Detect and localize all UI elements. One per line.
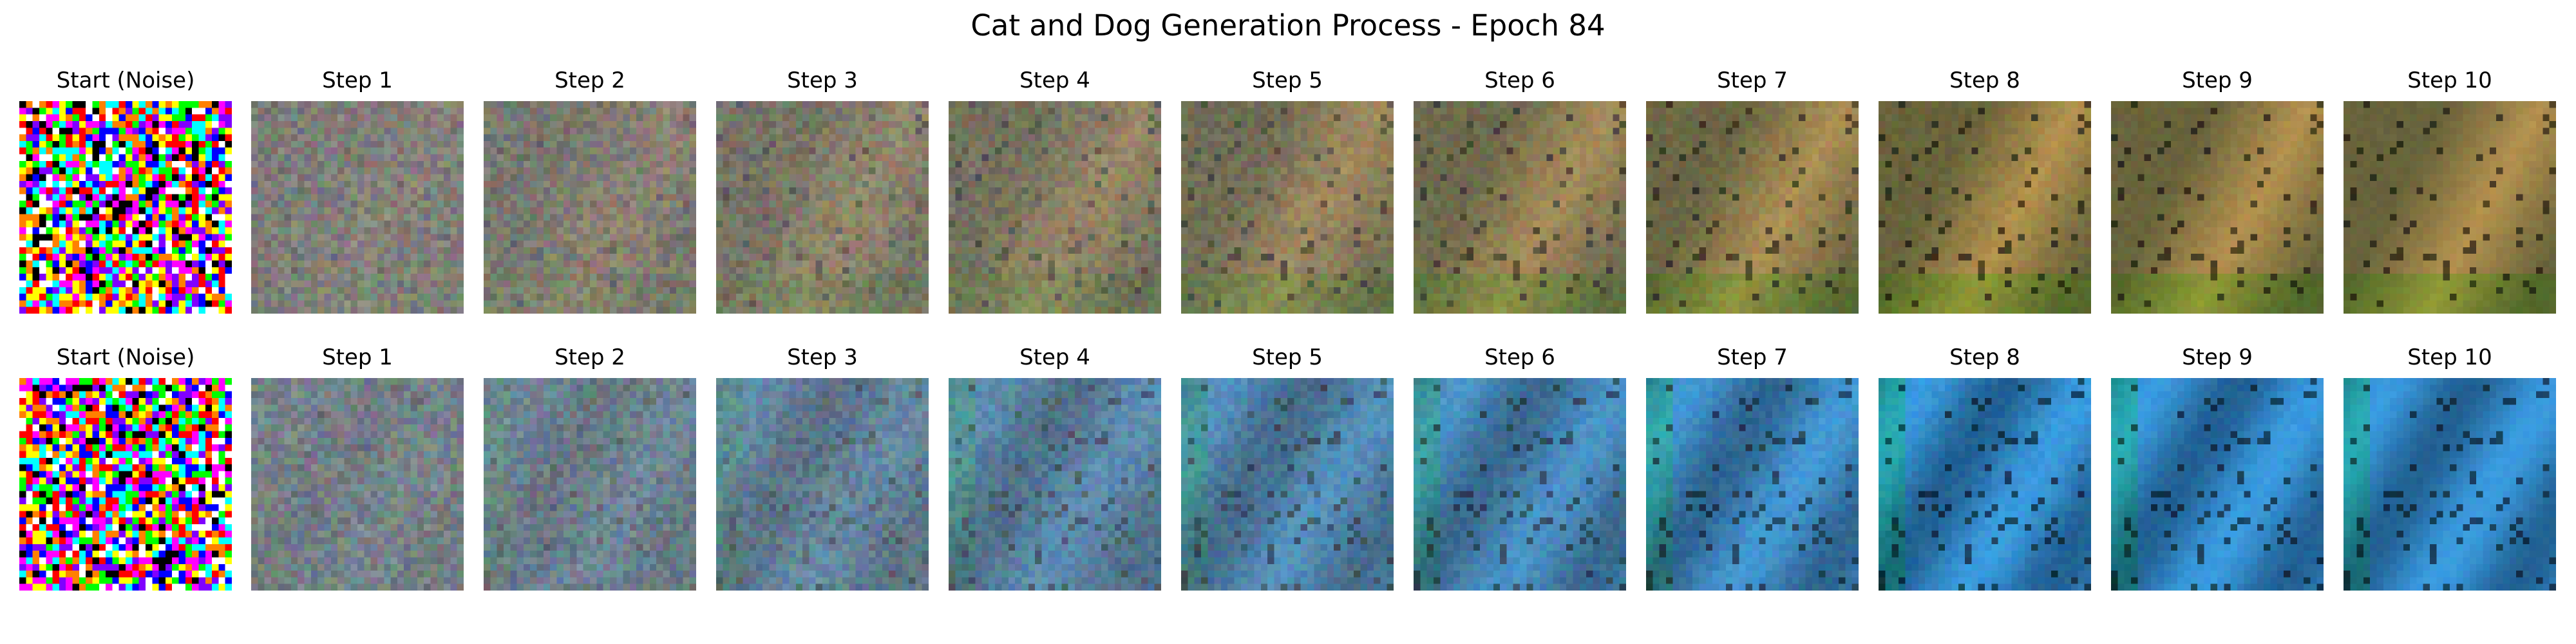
panel-title: Step 6 xyxy=(1484,68,1555,93)
panel-title: Step 2 xyxy=(554,68,625,93)
panel-title: Step 2 xyxy=(554,345,625,370)
figure-title: Cat and Dog Generation Process - Epoch 8… xyxy=(971,8,1605,43)
panel-title: Step 7 xyxy=(1717,345,1788,370)
panel-title: Step 10 xyxy=(2407,68,2492,93)
panel-title: Step 4 xyxy=(1019,68,1090,93)
panel-title: Step 8 xyxy=(1949,345,2020,370)
panel-title: Step 6 xyxy=(1484,345,1555,370)
generated-image xyxy=(19,378,232,591)
panel-title: Start (Noise) xyxy=(56,68,195,93)
generated-image xyxy=(2111,378,2324,591)
generated-image xyxy=(1879,101,2091,314)
generated-image xyxy=(949,378,1161,591)
panel-title: Step 1 xyxy=(322,68,393,93)
panel-title: Step 3 xyxy=(787,345,858,370)
generated-image xyxy=(716,101,929,314)
generated-image xyxy=(1181,101,1394,314)
generated-image xyxy=(1646,101,1859,314)
panel-title: Start (Noise) xyxy=(56,345,195,370)
generated-image xyxy=(716,378,929,591)
generated-image xyxy=(1414,101,1626,314)
panel-title: Step 1 xyxy=(322,345,393,370)
panel-title: Step 8 xyxy=(1949,68,2020,93)
generated-image xyxy=(19,101,232,314)
generated-image xyxy=(484,378,696,591)
panel-title: Step 9 xyxy=(2182,68,2253,93)
panel-title: Step 4 xyxy=(1019,345,1090,370)
generated-image xyxy=(484,101,696,314)
generated-image xyxy=(2344,378,2556,591)
generated-image xyxy=(1646,378,1859,591)
generated-image xyxy=(2111,101,2324,314)
panel-title: Step 3 xyxy=(787,68,858,93)
generated-image xyxy=(251,101,464,314)
panel-title: Step 9 xyxy=(2182,345,2253,370)
generated-image xyxy=(2344,101,2556,314)
panel-title: Step 10 xyxy=(2407,345,2492,370)
generated-image xyxy=(1181,378,1394,591)
panel-title: Step 5 xyxy=(1252,345,1323,370)
generated-image xyxy=(251,378,464,591)
generated-image xyxy=(949,101,1161,314)
generated-image xyxy=(1879,378,2091,591)
panel-title: Step 5 xyxy=(1252,68,1323,93)
panel-title: Step 7 xyxy=(1717,68,1788,93)
generated-image xyxy=(1414,378,1626,591)
